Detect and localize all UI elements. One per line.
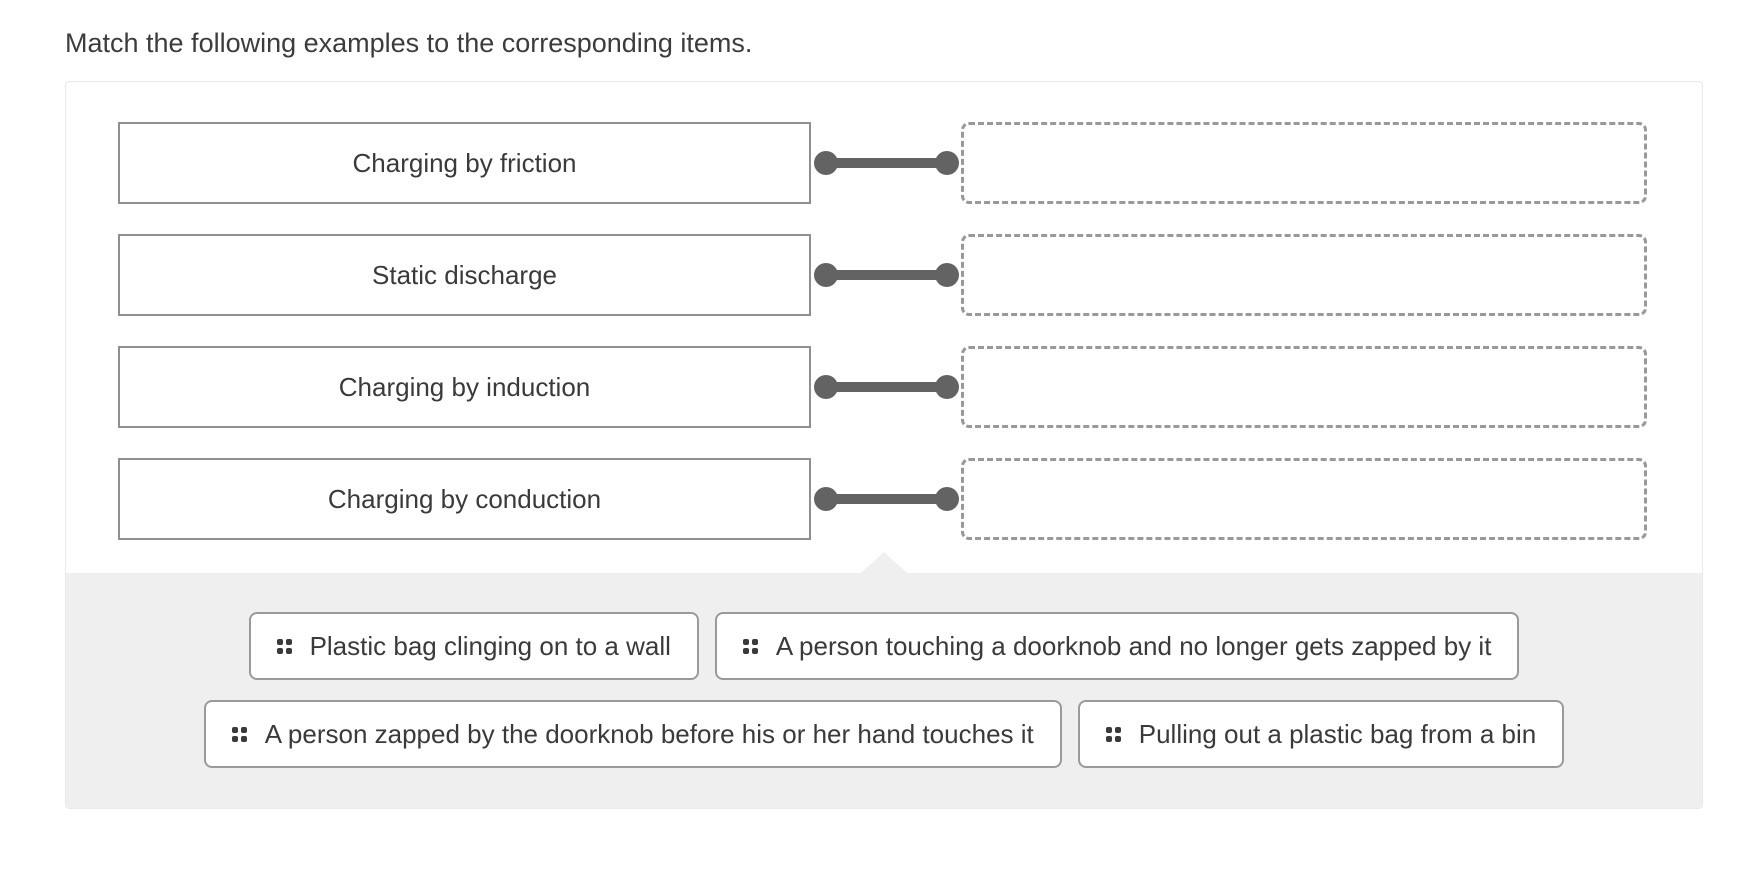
option-chip-doorknob-no-zap[interactable]: A person touching a doorknob and no long… [714, 612, 1520, 680]
connector-line [811, 346, 961, 428]
option-chip-plastic-bag-bin[interactable]: Pulling out a plastic bag from a bin [1077, 700, 1565, 768]
connector-dot-right [935, 151, 959, 175]
source-box-static-discharge: Static discharge [118, 234, 811, 316]
source-label: Charging by friction [352, 147, 577, 178]
connector-dot-right [935, 263, 959, 287]
source-label: Charging by conduction [327, 483, 602, 514]
options-row: Plastic bag clinging on to a wall A pers… [248, 612, 1520, 680]
drag-handle-icon [276, 638, 292, 654]
source-box-charging-by-conduction: Charging by conduction [118, 458, 811, 540]
connector-line [811, 234, 961, 316]
match-row: Charging by conduction [118, 458, 1647, 540]
match-row: Static discharge [118, 234, 1647, 316]
source-label: Static discharge [372, 259, 557, 290]
options-row: A person zapped by the doorknob before h… [203, 700, 1565, 768]
source-box-charging-by-friction: Charging by friction [118, 122, 811, 204]
source-box-charging-by-induction: Charging by induction [118, 346, 811, 428]
connector-dot-right [935, 487, 959, 511]
drop-target-3[interactable] [961, 346, 1647, 428]
match-row: Charging by induction [118, 346, 1647, 428]
drop-target-1[interactable] [961, 122, 1647, 204]
matching-panel: Charging by friction Static discharge [65, 81, 1703, 809]
connector-bar [819, 158, 953, 168]
option-label: A person zapped by the doorknob before h… [264, 718, 1034, 749]
drag-handle-icon [231, 726, 247, 742]
drop-target-4[interactable] [961, 458, 1647, 540]
match-row: Charging by friction [118, 122, 1647, 204]
option-chip-plastic-bag-wall[interactable]: Plastic bag clinging on to a wall [248, 612, 699, 680]
drag-handle-icon [1105, 726, 1121, 742]
tray-notch-triangle [861, 552, 907, 573]
connector-dot-right [935, 375, 959, 399]
connector-bar [819, 382, 953, 392]
connector-bar [819, 494, 953, 504]
drop-target-2[interactable] [961, 234, 1647, 316]
connector-line [811, 458, 961, 540]
connector-line [811, 122, 961, 204]
connector-bar [819, 270, 953, 280]
option-label: A person touching a doorknob and no long… [775, 630, 1492, 661]
source-label: Charging by induction [338, 371, 591, 402]
options-tray: Plastic bag clinging on to a wall A pers… [66, 552, 1702, 808]
drag-handle-icon [742, 638, 758, 654]
option-chip-zapped-before-touch[interactable]: A person zapped by the doorknob before h… [203, 700, 1062, 768]
page-title: Match the following examples to the corr… [65, 28, 753, 58]
option-label: Pulling out a plastic bag from a bin [1138, 718, 1537, 749]
match-area: Charging by friction Static discharge [66, 82, 1702, 573]
option-label: Plastic bag clinging on to a wall [309, 630, 671, 661]
